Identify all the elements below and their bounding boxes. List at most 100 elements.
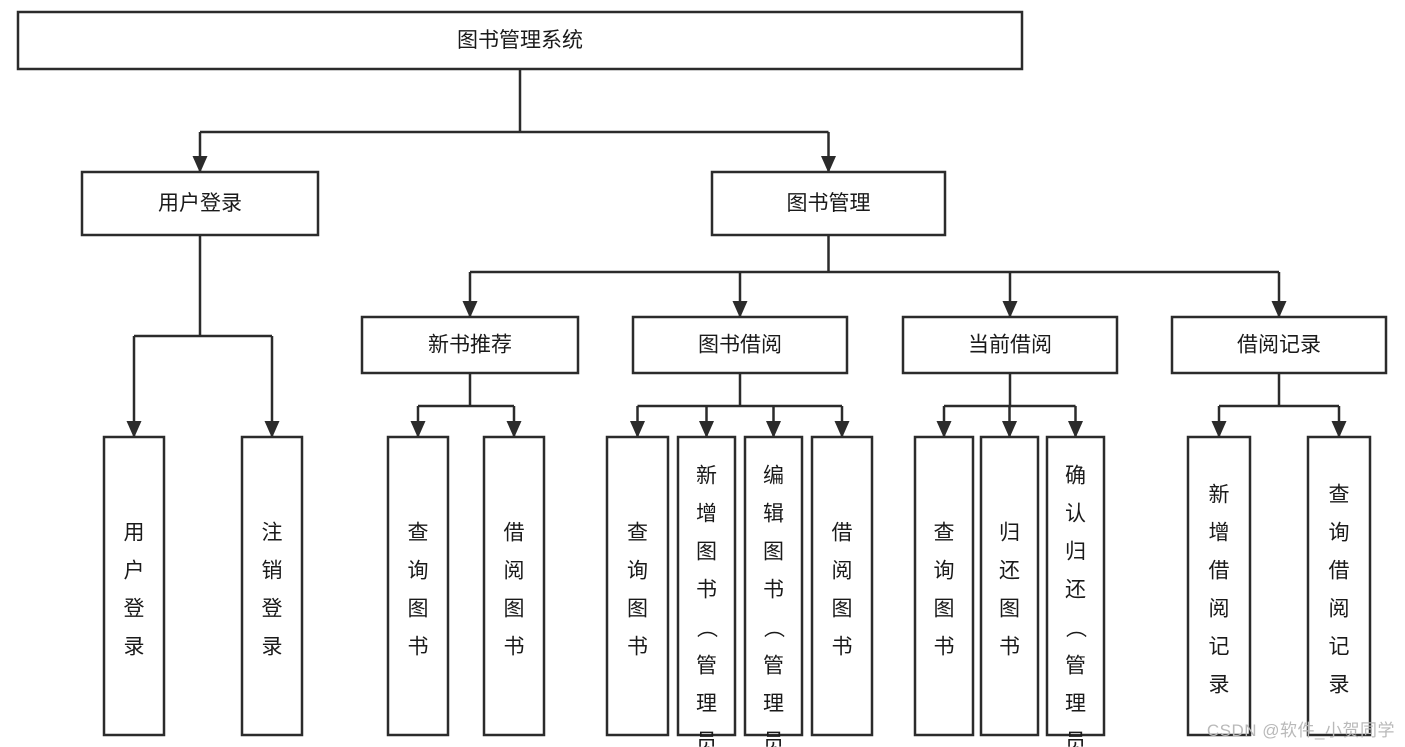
node-box-leaf-add-borrow-record[interactable]	[1186, 435, 1252, 737]
node-leaf-user-login[interactable]: 用户登录	[102, 435, 166, 737]
node-label-leaf-query-borrow-record-char-0: 查	[1329, 484, 1350, 507]
node-new-book-recommend[interactable]: 新书推荐	[360, 315, 580, 375]
node-label-leaf-logout-char-1: 销	[262, 560, 283, 583]
arrow-head-icon	[462, 301, 478, 318]
node-box-current-borrow[interactable]	[901, 315, 1119, 375]
node-label-leaf-add-borrow-record-char-1: 增	[1209, 522, 1230, 545]
node-box-new-book-recommend[interactable]	[360, 315, 580, 375]
arrow-head-icon	[410, 421, 426, 438]
node-label-leaf-edit-book-admin-char-4: （	[762, 617, 785, 638]
node-box-leaf-logout[interactable]	[240, 435, 304, 737]
arrow-head-icon	[766, 421, 781, 438]
node-label-leaf-query-book-borrow-char-1: 询	[627, 560, 648, 583]
arrow-head-icon	[506, 421, 522, 438]
node-current-borrow[interactable]: 当前借阅	[901, 315, 1119, 375]
node-label-leaf-query-book-recommend-char-3: 书	[408, 636, 429, 659]
node-box-borrow-record[interactable]	[1170, 315, 1388, 375]
node-box-leaf-user-login[interactable]	[102, 435, 166, 737]
connector-group-book-management	[462, 235, 1287, 318]
node-label-leaf-confirm-return-admin-char-4: （	[1064, 617, 1087, 638]
node-label-borrow-record: 借阅记录	[1237, 334, 1321, 357]
node-label-leaf-confirm-return-admin-char-6: 理	[1065, 693, 1086, 716]
node-label-leaf-confirm-return-admin-char-3: 还	[1065, 579, 1086, 602]
node-label-leaf-logout-char-3: 录	[262, 636, 283, 659]
node-label-leaf-query-borrow-record-char-1: 询	[1329, 522, 1350, 545]
node-box-user-login[interactable]	[80, 170, 320, 237]
node-label-leaf-query-borrow-record-char-3: 阅	[1329, 598, 1350, 621]
node-label-leaf-query-book-borrow-char-3: 书	[627, 636, 648, 659]
node-label-leaf-add-book-admin-char-4: （	[695, 617, 718, 638]
node-box-leaf-confirm-return-admin[interactable]	[1045, 435, 1106, 737]
node-label-leaf-query-book-current-char-3: 书	[934, 636, 955, 659]
connector-group-new-book-recommend	[410, 373, 522, 438]
node-label-root: 图书管理系统	[457, 29, 583, 52]
node-label-leaf-edit-book-admin-char-7: 员	[763, 731, 784, 747]
connector-group-root	[192, 69, 836, 173]
node-box-root[interactable]	[16, 10, 1024, 71]
node-label-user-login: 用户登录	[158, 192, 242, 215]
node-book-management[interactable]: 图书管理	[710, 170, 947, 237]
node-box-leaf-query-book-current[interactable]	[913, 435, 975, 737]
node-label-leaf-edit-book-admin-char-6: 理	[763, 693, 784, 716]
arrow-head-icon	[732, 301, 748, 318]
node-label-new-book-recommend: 新书推荐	[428, 334, 512, 357]
node-box-leaf-borrow-book-recommend[interactable]	[482, 435, 546, 737]
node-label-leaf-add-borrow-record-char-0: 新	[1209, 484, 1230, 507]
arrow-head-icon	[1002, 421, 1017, 438]
node-box-leaf-query-book-recommend[interactable]	[386, 435, 450, 737]
node-label-leaf-query-book-recommend-char-0: 查	[408, 522, 429, 545]
arrow-head-icon	[834, 421, 850, 438]
node-label-leaf-edit-book-admin-char-2: 图	[763, 541, 784, 564]
node-label-leaf-add-book-admin-char-6: 理	[696, 693, 717, 716]
connector-group-current-borrow	[936, 373, 1083, 438]
node-box-leaf-query-book-borrow[interactable]	[605, 435, 670, 737]
node-label-leaf-confirm-return-admin-char-7: 员	[1065, 731, 1086, 747]
node-label-leaf-confirm-return-admin-char-1: 认	[1065, 503, 1086, 526]
node-label-leaf-confirm-return-admin-char-2: 归	[1065, 541, 1086, 564]
node-box-leaf-edit-book-admin[interactable]	[743, 435, 804, 737]
node-label-leaf-user-login-char-0: 用	[124, 522, 145, 545]
node-user-login[interactable]: 用户登录	[80, 170, 320, 237]
node-label-leaf-return-book-char-1: 还	[999, 560, 1020, 583]
node-label-leaf-borrow-book-char-3: 书	[832, 636, 853, 659]
node-box-leaf-return-book[interactable]	[979, 435, 1040, 737]
arrow-head-icon	[630, 421, 645, 438]
node-box-leaf-add-book-admin[interactable]	[676, 435, 737, 737]
node-label-leaf-query-book-borrow-char-2: 图	[627, 598, 648, 621]
node-label-leaf-query-book-current-char-1: 询	[934, 560, 955, 583]
node-label-leaf-add-book-admin-char-5: 管	[696, 655, 717, 678]
arrow-head-icon	[821, 156, 836, 173]
arrow-head-icon	[699, 421, 714, 438]
node-label-current-borrow: 当前借阅	[968, 334, 1052, 357]
node-book-borrow[interactable]: 图书借阅	[631, 315, 849, 375]
node-borrow-record[interactable]: 借阅记录	[1170, 315, 1388, 375]
node-label-leaf-query-book-current-char-2: 图	[934, 598, 955, 621]
node-label-leaf-borrow-book-recommend-char-3: 书	[504, 636, 525, 659]
arrow-head-icon	[126, 421, 142, 438]
node-label-leaf-query-borrow-record-char-2: 借	[1329, 560, 1350, 583]
arrow-head-icon	[192, 156, 208, 173]
node-box-leaf-borrow-book[interactable]	[810, 435, 874, 737]
node-box-leaf-query-borrow-record[interactable]	[1306, 435, 1372, 737]
node-label-leaf-logout-char-0: 注	[262, 522, 283, 545]
node-label-leaf-borrow-book-recommend-char-2: 图	[504, 598, 525, 621]
node-root[interactable]: 图书管理系统	[16, 10, 1024, 71]
node-label-leaf-add-book-admin-char-2: 图	[696, 541, 717, 564]
arrow-head-icon	[1271, 301, 1287, 318]
node-label-leaf-borrow-book-char-0: 借	[832, 522, 853, 545]
node-label-leaf-edit-book-admin-char-1: 辑	[763, 503, 784, 526]
node-box-book-borrow[interactable]	[631, 315, 849, 375]
node-box-book-management[interactable]	[710, 170, 947, 237]
